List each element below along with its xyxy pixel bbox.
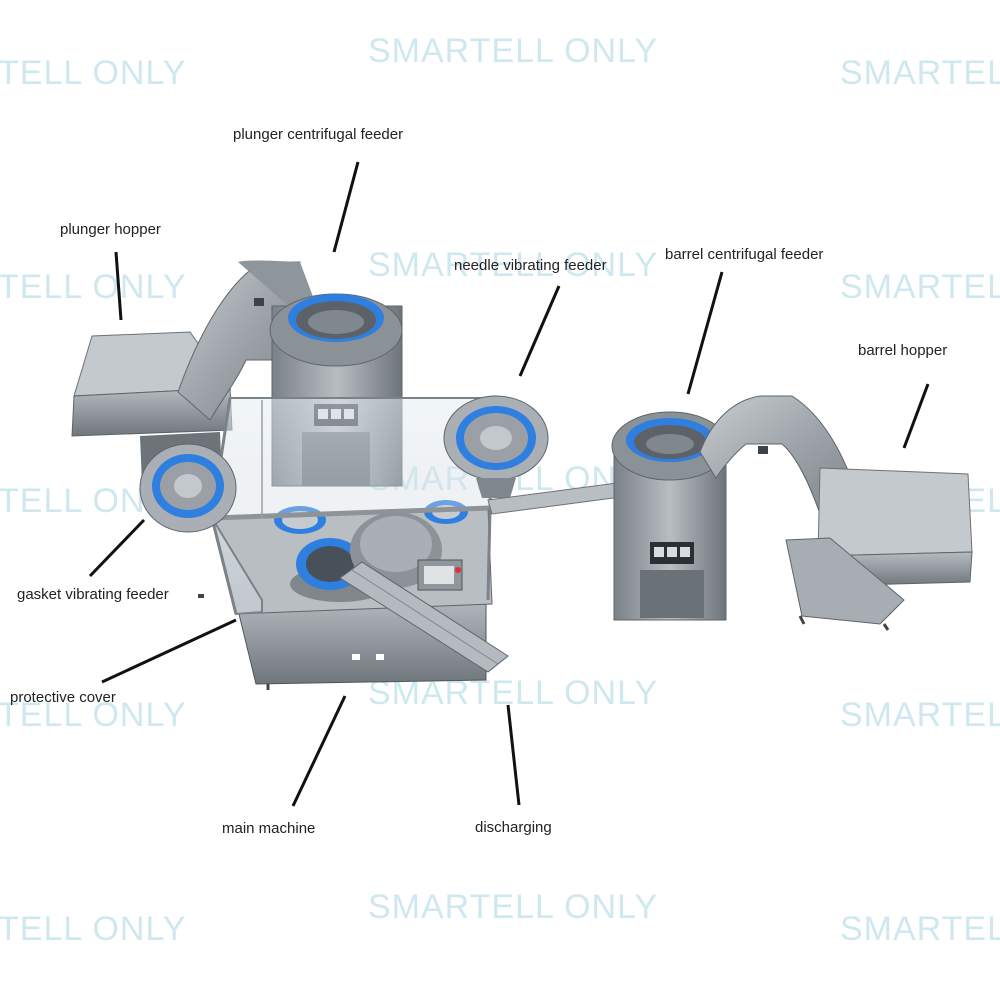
watermark-text: SMARTELL ONLY bbox=[840, 696, 1000, 734]
watermark-text: TELL ONLY bbox=[0, 910, 187, 948]
watermark-text: SMARTELL ONLY bbox=[840, 54, 1000, 92]
leader-lines bbox=[88, 161, 930, 807]
leader-line-plunger-hopper bbox=[114, 251, 123, 321]
main-machine bbox=[210, 397, 494, 690]
label-discharging: discharging bbox=[475, 819, 552, 836]
watermark-text: TELL ONLY bbox=[0, 54, 187, 92]
watermark-text: SMARTELL ONLY bbox=[368, 246, 659, 284]
watermark-text: SMARTELL ONLY bbox=[840, 910, 1000, 948]
leader-line-barrel-hopper bbox=[902, 383, 930, 449]
label-plunger-hopper: plunger hopper bbox=[60, 221, 161, 238]
gasket-vibrating-feeder bbox=[139, 443, 237, 598]
leader-line-protective-cover bbox=[101, 618, 237, 684]
watermark-text: SMARTELL ONLY bbox=[840, 268, 1000, 306]
label-barrel-centrifugal-feeder: barrel centrifugal feeder bbox=[665, 246, 824, 263]
label-main-machine: main machine bbox=[222, 820, 316, 837]
needle-vibrating-feeder bbox=[443, 395, 549, 498]
leader-line-needle-vibrating-feeder bbox=[518, 285, 561, 377]
label-gasket-vibrating-feeder: gasket vibrating feeder bbox=[17, 586, 169, 603]
leader-line-barrel-centrifugal-feeder bbox=[686, 271, 724, 395]
watermark-text: TELL ONLY bbox=[0, 268, 187, 306]
barrel-hopper bbox=[785, 467, 973, 631]
watermark-text: SMARTELL ONLY bbox=[368, 888, 659, 926]
label-needle-vibrating-feeder: needle vibrating feeder bbox=[454, 257, 607, 274]
discharging-chute bbox=[339, 561, 509, 673]
leader-line-plunger-centrifugal-feeder bbox=[332, 161, 360, 253]
barrel-centrifugal-feeder bbox=[611, 411, 729, 621]
label-plunger-centrifugal-feeder: plunger centrifugal feeder bbox=[233, 126, 404, 143]
watermark-text: SMARTELL ONLY bbox=[368, 32, 659, 70]
leader-line-main-machine bbox=[291, 695, 347, 807]
leader-line-discharging bbox=[506, 704, 521, 806]
watermark-text: TELL ONLY bbox=[0, 696, 187, 734]
label-barrel-hopper: barrel hopper bbox=[858, 342, 948, 359]
label-protective-cover: protective cover bbox=[10, 689, 116, 706]
leader-line-gasket-vibrating-feeder bbox=[88, 518, 146, 578]
